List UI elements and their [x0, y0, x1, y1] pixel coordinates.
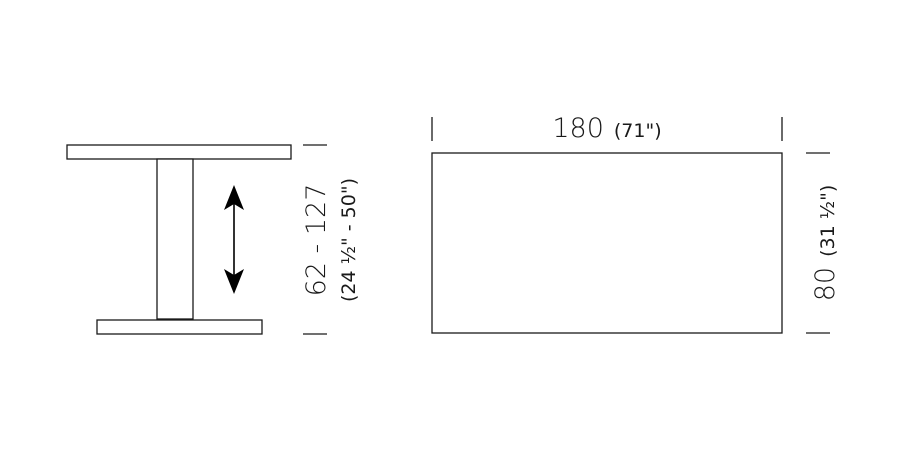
- height-metric-label: 62 - 127: [301, 184, 332, 297]
- side-view: 62 - 127 (24 ½" - 50"): [66, 144, 360, 335]
- width-imperial-label: (71"): [614, 120, 662, 142]
- table-column: [156, 158, 194, 320]
- table-top-plan: [431, 152, 783, 334]
- depth-metric-label: 80: [810, 267, 841, 301]
- width-metric-label: 180: [552, 113, 604, 144]
- depth-label: 80 (31 ½"): [810, 185, 841, 302]
- table-top-side: [66, 144, 292, 160]
- table-base: [96, 319, 263, 335]
- depth-imperial-label: (31 ½"): [817, 185, 839, 257]
- width-label: 180 (71"): [552, 113, 661, 144]
- height-adjust-arrow-icon: [224, 185, 244, 294]
- height-imperial-label: (24 ½" - 50"): [338, 178, 360, 302]
- top-view: 180 (71") 80 (31 ½"): [431, 113, 841, 334]
